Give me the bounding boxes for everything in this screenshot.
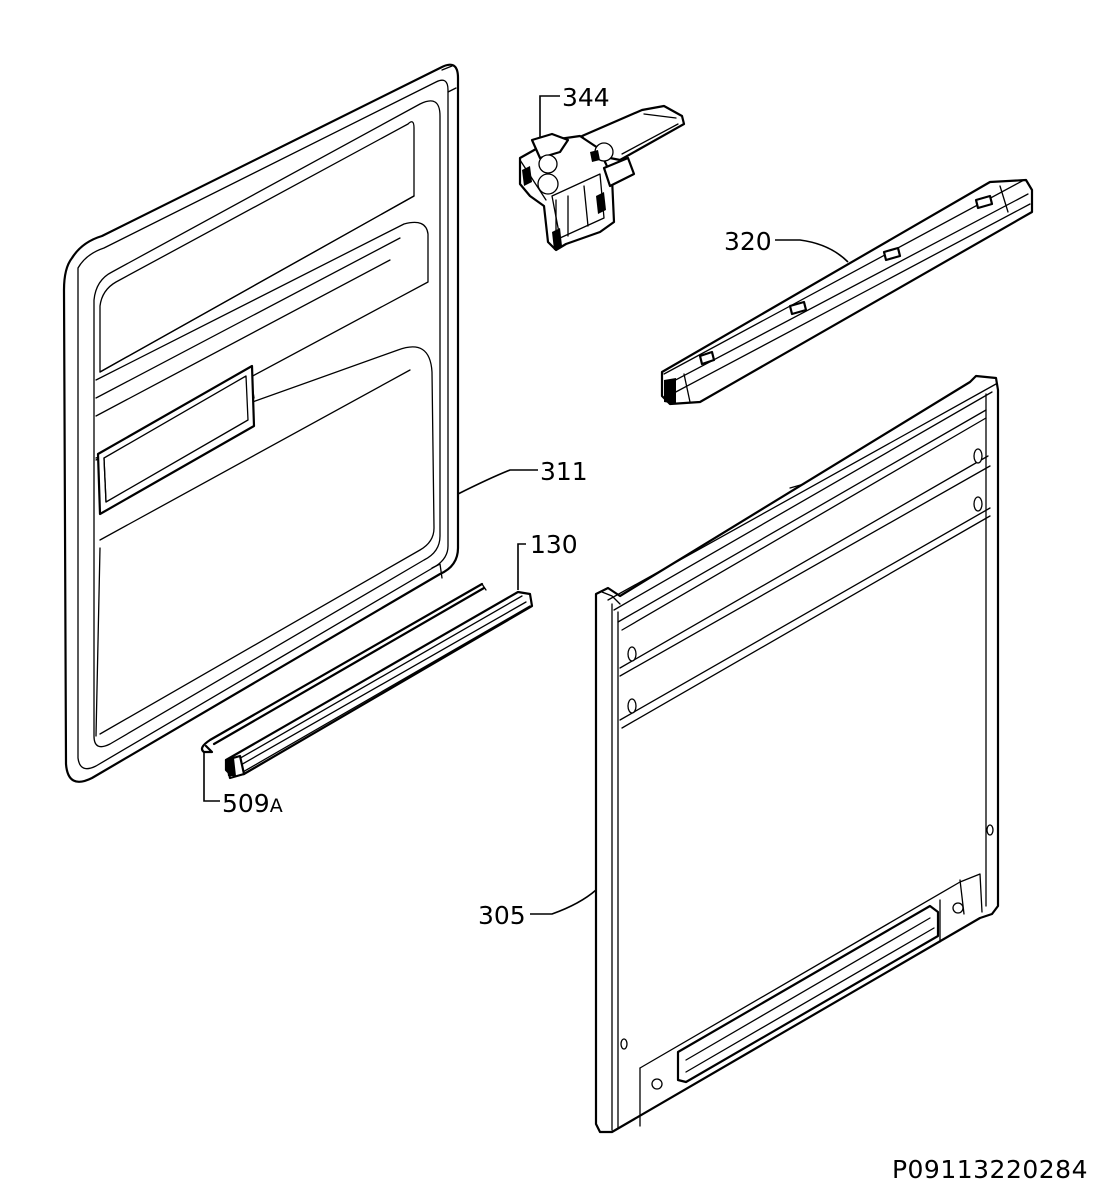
part-130-bottom-seal — [224, 590, 534, 780]
leader-344 — [539, 95, 560, 138]
label-311: 311 — [540, 457, 588, 486]
label-130: 130 — [530, 530, 578, 559]
leader-130 — [517, 543, 526, 590]
leader-311 — [457, 469, 538, 495]
reference-code: P09113220284 — [892, 1155, 1088, 1184]
part-305-inner-door-panel — [594, 374, 1000, 1134]
label-509a-number: 509 — [222, 789, 270, 818]
leader-320 — [775, 239, 849, 263]
leader-lines — [203, 95, 849, 915]
part-344-door-lock — [518, 104, 686, 252]
part-509a-seal-clip — [200, 582, 487, 754]
label-320: 320 — [724, 227, 772, 256]
part-311-outer-door-panel — [62, 63, 460, 783]
label-509a: 509A — [222, 789, 283, 818]
label-305: 305 — [478, 901, 526, 930]
label-509a-suffix: A — [270, 795, 283, 817]
label-344: 344 — [562, 83, 610, 112]
part-labels: 344 320 311 130 509A 305 — [222, 83, 772, 930]
part-320-handle-strip — [660, 178, 1034, 406]
leader-509a — [203, 752, 220, 802]
leader-305 — [530, 889, 597, 915]
